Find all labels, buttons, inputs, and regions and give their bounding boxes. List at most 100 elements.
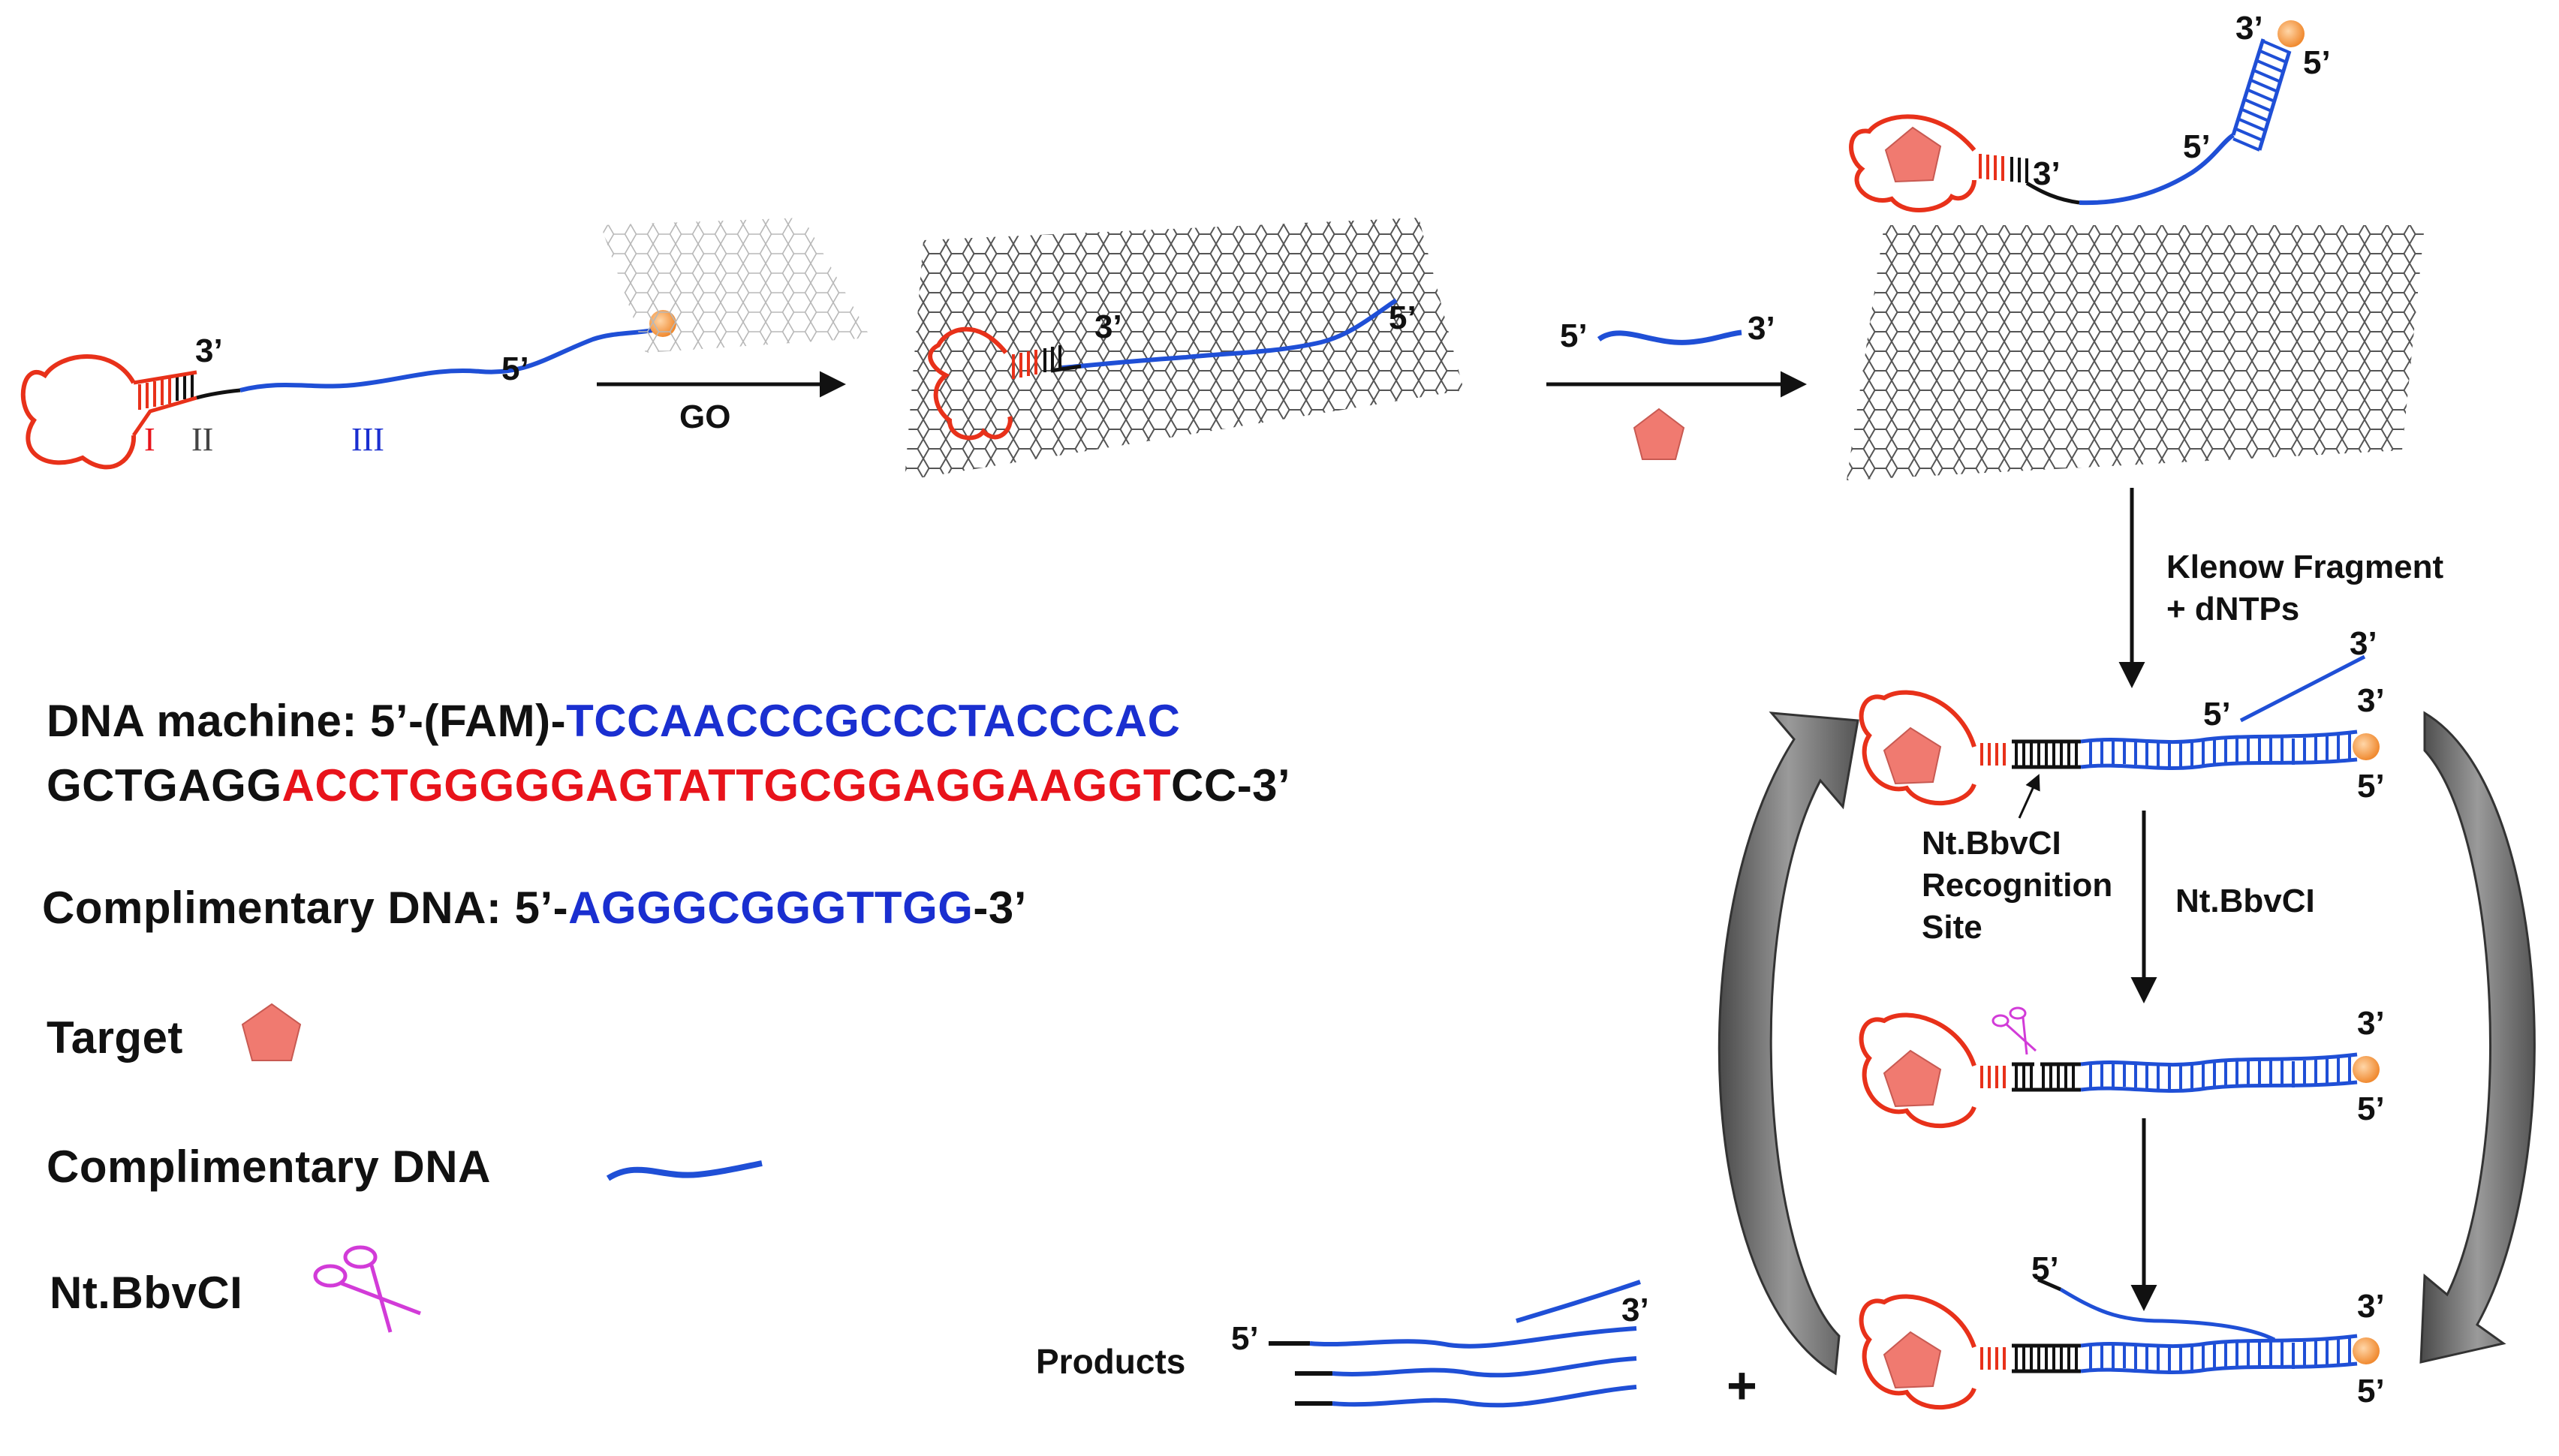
dna-machine-black1: GCTGAGG bbox=[47, 760, 282, 811]
bottom-fam-icon bbox=[2353, 1337, 2380, 1364]
comp-prefix: Complimentary DNA: 5’- bbox=[42, 883, 569, 933]
cycle-arrow-right bbox=[2419, 711, 2536, 1364]
cycle-arrows bbox=[1718, 711, 2536, 1376]
adsorbed-stem bbox=[1012, 345, 1061, 379]
stage3-linker-3prime: 3’ bbox=[2033, 155, 2061, 192]
legend-scissors-icon bbox=[313, 1245, 421, 1333]
dna-machine-black2: CC-3’ bbox=[1171, 760, 1291, 811]
product-strand-2 bbox=[1309, 1326, 1637, 1349]
bottom-displaced-strand bbox=[2059, 1287, 2276, 1342]
graphene-oxide-sheet bbox=[905, 218, 1464, 480]
mid-end-5prime: 5’ bbox=[2357, 1090, 2385, 1127]
adsorbed-black-linker bbox=[1050, 364, 1082, 373]
legend-target-label: Target bbox=[47, 1012, 183, 1063]
legend-icons bbox=[241, 1003, 763, 1333]
legend-target-icon bbox=[241, 1003, 302, 1061]
mid-stem-red bbox=[1980, 1066, 2006, 1088]
adsorbed-aptamer-loop bbox=[928, 326, 1013, 441]
top-free-3prime: 3’ bbox=[2350, 625, 2377, 662]
graphene-oxide-sheet-2 bbox=[1847, 225, 2425, 480]
top-end-3prime: 3’ bbox=[2357, 682, 2385, 719]
bound-target-icon bbox=[1884, 126, 1942, 183]
go-sheet-icon bbox=[601, 218, 871, 353]
region-I-label: I bbox=[144, 421, 155, 458]
bottom-recognition-black bbox=[2012, 1343, 2081, 1373]
mid-aptamer-loop bbox=[1859, 1012, 1976, 1128]
bottom-stem-red bbox=[1980, 1347, 2006, 1370]
strand-region-III bbox=[239, 326, 661, 393]
dna-machine-red-seq: ACCTGGGGGAGTATTGCGGAGGAAGGT bbox=[281, 760, 1172, 811]
stem-strand-top bbox=[133, 370, 197, 385]
klenow-line2: + dNTPs bbox=[2166, 591, 2299, 627]
comp-blue-seq: AGGGCGGGTTGG bbox=[568, 883, 974, 933]
products-plus: + bbox=[1727, 1356, 1757, 1415]
stage3-strand-5prime: 5’ bbox=[2183, 128, 2211, 165]
cycle-bottom-complex: 5’ 3’ 5’ bbox=[1859, 1250, 2385, 1409]
top-target-icon bbox=[1883, 726, 1942, 785]
nicking-label: Nt.BbvCI bbox=[2175, 883, 2315, 919]
product-strand-1 bbox=[1516, 1280, 1641, 1323]
stage1-dna-machine: 3’ 5’ I II III bbox=[20, 310, 676, 470]
bottom-free-5prime: 5’ bbox=[2031, 1250, 2059, 1287]
stem-region-I bbox=[138, 378, 171, 410]
recognition-line2: Recognition bbox=[1922, 867, 2112, 904]
region-III-label: III bbox=[351, 421, 384, 458]
mid-target-icon bbox=[1883, 1049, 1942, 1108]
bottom-target-icon bbox=[1883, 1331, 1942, 1389]
adsorbed-blue-strand bbox=[1061, 298, 1398, 370]
comp-5prime: 5’ bbox=[1560, 317, 1588, 354]
bottom-duplex-blue bbox=[2080, 1334, 2358, 1375]
linker-black bbox=[196, 388, 241, 400]
mid-scissors-icon bbox=[1992, 1006, 2037, 1055]
stem-strand-bottom bbox=[131, 396, 197, 437]
top-displaced-strand bbox=[2239, 654, 2366, 723]
stage3-released: 3’ 5’ 5’ 3’ bbox=[1847, 10, 2425, 480]
stage2-5prime: 5’ bbox=[1389, 299, 1416, 336]
recognition-line3: Site bbox=[1922, 909, 1982, 946]
arrow-klenow: Klenow Fragment + dNTPs bbox=[2118, 488, 2443, 688]
klenow-line1: Klenow Fragment bbox=[2166, 549, 2443, 585]
stem-region-II bbox=[176, 374, 194, 401]
cycle-arrow-left bbox=[1718, 711, 1859, 1376]
stage1-5prime: 5’ bbox=[501, 350, 529, 387]
hybrid-duplex bbox=[2231, 38, 2292, 152]
mid-recognition-black bbox=[2012, 1062, 2081, 1092]
stage2-3prime: 3’ bbox=[1094, 308, 1122, 345]
bottom-end-3prime: 3’ bbox=[2357, 1288, 2385, 1325]
top-free-5prime: 5’ bbox=[2203, 696, 2231, 733]
bottom-end-5prime: 5’ bbox=[2357, 1373, 2385, 1409]
complimentary-sequence: Complimentary DNA: 5’-AGGGCGGGTTGG-3’ bbox=[42, 882, 1027, 934]
products-5prime: 5’ bbox=[1231, 1320, 1259, 1357]
stage3-top-5prime: 5’ bbox=[2303, 44, 2331, 81]
legend-enzyme-label: Nt.BbvCI bbox=[50, 1268, 243, 1318]
bottom-displaced-black bbox=[2037, 1277, 2061, 1292]
dna-machine-prefix: DNA machine: 5’-(FAM)- bbox=[47, 696, 567, 746]
legend-comp-dna-icon bbox=[606, 1160, 763, 1181]
aptamer-loop bbox=[20, 354, 137, 470]
recognition-line1: Nt.BbvCI bbox=[1922, 825, 2061, 862]
mid-duplex-blue bbox=[2080, 1052, 2358, 1094]
arrow-go-label: GO bbox=[679, 399, 730, 435]
recognition-pointer bbox=[2018, 774, 2040, 819]
stage3-top-3prime: 3’ bbox=[2235, 10, 2263, 47]
stage1-3prime: 3’ bbox=[195, 332, 223, 369]
bottom-aptamer-loop bbox=[1859, 1294, 1976, 1409]
product-strand-4 bbox=[1332, 1385, 1637, 1408]
region-II-label: II bbox=[191, 421, 213, 458]
arrow-go: GO bbox=[597, 371, 846, 435]
released-blue-strand bbox=[2079, 133, 2235, 206]
released-stem bbox=[1979, 154, 2028, 183]
comp-3prime: 3’ bbox=[1748, 310, 1775, 347]
stage2-adsorbed: 3’ 5’ bbox=[905, 218, 1464, 480]
top-stem-red bbox=[1980, 743, 2006, 766]
cycle-mid-complex: 3’ 5’ bbox=[1859, 1005, 2385, 1128]
fam-label-icon-2 bbox=[2278, 20, 2305, 47]
product-strand-3 bbox=[1332, 1356, 1637, 1378]
target-icon bbox=[1633, 408, 1685, 460]
dna-machine-line2: GCTGAGGACCTGGGGGAGTATTGCGGAGGAAGGTCC-3’ bbox=[47, 760, 1290, 811]
products-label: Products bbox=[1036, 1342, 1185, 1381]
arrow-target-addition: 5’ 3’ bbox=[1546, 310, 1807, 460]
products-3prime: 3’ bbox=[1621, 1292, 1649, 1328]
released-aptamer-loop bbox=[1849, 114, 1976, 212]
